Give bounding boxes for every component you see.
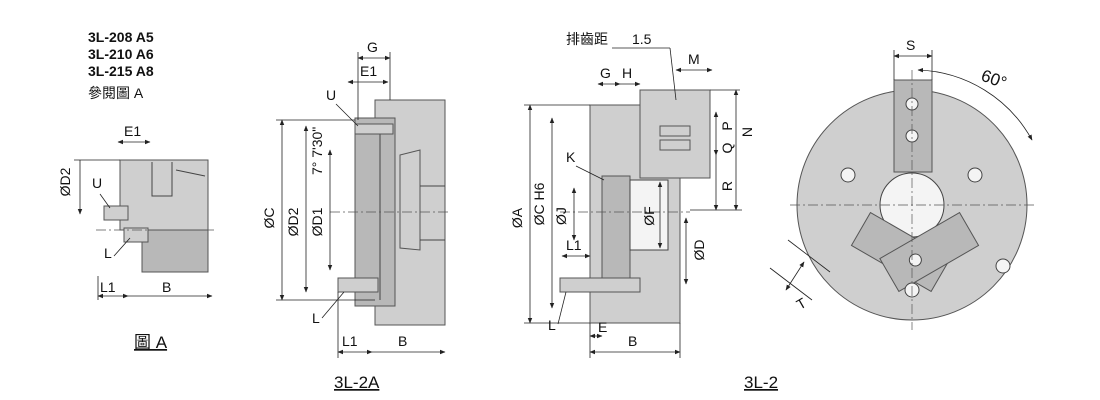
fig-2-a-label: ØA <box>509 207 525 228</box>
fig-2-jaw-bolt-1 <box>659 125 691 137</box>
fig-2-f-label: ØF <box>641 206 657 225</box>
fig-2-q-label: Q <box>719 142 735 153</box>
fig-2-k-label: K <box>566 149 576 165</box>
fig-a-body <box>119 159 209 231</box>
fig-a-lower <box>141 229 209 273</box>
fig-a-u-leader <box>99 193 111 209</box>
fig-2a-ring <box>399 149 421 251</box>
right-jaw <box>879 211 980 293</box>
model-list: 3L-208 A5 3L-210 A6 3L-215 A8 參閱圖 A <box>88 29 154 101</box>
fig-2-g-label: G <box>600 65 611 81</box>
fig-2-n-label: N <box>739 127 755 137</box>
fig-a-l-leader <box>113 237 131 257</box>
fig-2-k-leader <box>575 165 605 181</box>
fig-2-chip-leader <box>669 47 677 101</box>
fig-2a-e1-label: E1 <box>360 63 377 79</box>
model-3l-215: 3L-215 A8 <box>88 63 154 79</box>
front-t-ext2 <box>787 239 831 273</box>
mount-hole-1 <box>840 167 856 183</box>
fig-a-caption: 圖 A <box>134 333 168 352</box>
fig-2-l-leader <box>557 291 567 325</box>
fig-2-b-label: B <box>628 333 637 349</box>
fig-2a-d2-label: ØD2 <box>285 207 301 236</box>
front-angle-arc <box>917 67 1033 141</box>
fig-2-r-label: R <box>719 181 735 191</box>
fig-2a-bottom-bolt <box>337 277 379 293</box>
fig-2a-l-leader <box>321 291 345 319</box>
fig-2-m-label: M <box>688 51 700 67</box>
fig-a-u-label: U <box>92 175 102 191</box>
fig-2-mount-bolt <box>559 277 641 293</box>
front-view: S 60° T <box>769 37 1035 330</box>
fig-2a-angle-label: 7° 7'30" <box>309 127 325 175</box>
fig-2a-u-label: U <box>326 87 336 103</box>
fig-a-inner-edge <box>151 162 206 197</box>
fig-2a-top-bolt <box>354 123 394 135</box>
fig-2a-d1-label: ØD1 <box>309 207 325 236</box>
mount-hole-4 <box>995 258 1011 274</box>
fig-2-caption: 3L-2 <box>744 373 778 392</box>
front-t-dim <box>785 261 805 291</box>
fig-2a-c-label: ØC <box>261 208 277 229</box>
front-angle-label: 60° <box>979 66 1010 93</box>
fig-2-p-label: P <box>719 121 735 130</box>
fig-2-l-label: L <box>548 317 556 333</box>
fig-2-l1-label: L1 <box>566 237 582 253</box>
figure-a: ØD2 E1 U L L1 B 圖 A <box>57 123 214 352</box>
fig-2a-b-label: B <box>398 333 407 349</box>
fig-2-c-label: ØC H6 <box>531 182 547 225</box>
fig-2-e-label: E <box>598 319 607 335</box>
fig-2-jaw-bolt-2 <box>659 139 691 151</box>
fig-2-j-label: ØJ <box>553 207 569 225</box>
model-3l-208: 3L-208 A5 <box>88 29 154 45</box>
front-s-label: S <box>906 37 915 53</box>
front-t-ext1 <box>769 267 813 301</box>
fig-2-h-label: H <box>622 65 632 81</box>
fig-2a-l-label: L <box>312 310 320 326</box>
figure-3l-2a: G E1 U 7° 7'30" ØC ØD2 ØD1 L L1 B 3L-2A <box>261 39 450 392</box>
fig-2a-caption: 3L-2A <box>334 373 380 392</box>
fig-2-pitch-label: 1.5 <box>632 31 652 47</box>
fig-2a-g-label: G <box>367 39 378 55</box>
mount-hole-2 <box>967 167 983 183</box>
reference-note: 參閱圖 A <box>88 85 144 101</box>
figure-3l-2: 排齒距 1.5 M G H K N Q P R ØD ØA ØC H6 ØJ Ø… <box>509 31 778 392</box>
fig-2-ring <box>601 175 631 279</box>
fig-2a-u-leader <box>335 103 359 127</box>
top-jaw <box>893 79 933 173</box>
fig-a-e1-label: E1 <box>124 123 141 139</box>
fig-a-l1-label: L1 <box>100 279 116 295</box>
front-t-label: T <box>794 294 810 312</box>
fig-a-d2-label: ØD2 <box>57 167 73 196</box>
fig-2-chip-label: 排齒距 <box>566 31 608 47</box>
fig-a-b-label: B <box>162 279 171 295</box>
model-3l-210: 3L-210 A6 <box>88 46 154 62</box>
fig-a-bolt <box>103 205 129 221</box>
fig-2a-l1-label: L1 <box>342 333 358 349</box>
fig-2-d-label: ØD <box>691 240 707 261</box>
fig-a-l-label: L <box>104 245 112 261</box>
fig-2a-edges <box>379 130 445 300</box>
